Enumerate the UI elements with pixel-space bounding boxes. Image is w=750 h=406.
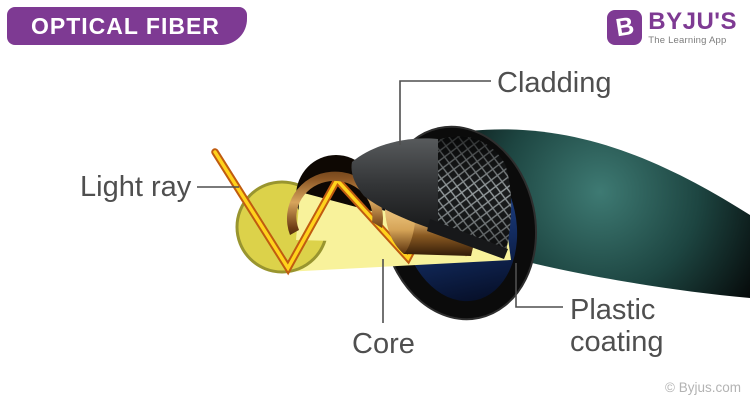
brand-tagline: The Learning App xyxy=(648,35,727,46)
core-interior-beam xyxy=(296,192,375,242)
brand-name: BYJU'S xyxy=(648,8,737,35)
cable-body xyxy=(470,129,750,298)
byjus-logo: B BYJU'S The Learning App xyxy=(607,10,737,46)
core-label: Core xyxy=(352,328,415,360)
plastic-coating-label-line2: coating xyxy=(570,326,664,358)
page-title: OPTICAL FIBER xyxy=(31,12,220,39)
title-banner: OPTICAL FIBER xyxy=(7,7,247,45)
plastic-coating-label-line1: Plastic xyxy=(570,294,655,326)
byjus-logo-icon: B xyxy=(607,10,643,45)
cladding-smooth-shell xyxy=(351,138,438,231)
plastic-coating-pointer-line xyxy=(515,263,563,308)
light-ray-label: Light ray xyxy=(80,171,192,203)
cladding-label: Cladding xyxy=(497,67,611,99)
cladding-shell xyxy=(351,136,512,259)
cladding-cut-edge xyxy=(427,219,508,259)
logo-letter: B xyxy=(613,11,636,43)
cladding-mesh-shading xyxy=(438,136,512,251)
cladding-pointer-line xyxy=(399,80,491,145)
copyright-text: © Byjus.com xyxy=(665,380,741,395)
byjus-logo-text: BYJU'S The Learning App xyxy=(648,10,737,46)
